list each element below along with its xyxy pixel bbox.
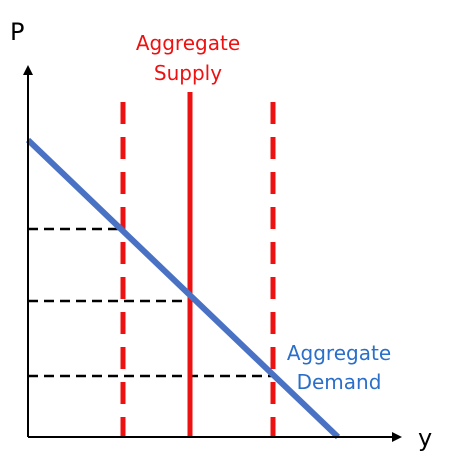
aggregate-demand-line xyxy=(25,137,341,440)
aggregate-demand-label-line1: Aggregate xyxy=(287,341,391,365)
aggregate-supply-label-line2: Supply xyxy=(154,61,222,85)
aggregate-supply-label-line1: Aggregate xyxy=(136,31,240,55)
output-axis-label: y xyxy=(418,424,432,452)
price-axis-label: P xyxy=(10,18,24,46)
aggregate-demand-label-line2: Demand xyxy=(297,370,382,394)
